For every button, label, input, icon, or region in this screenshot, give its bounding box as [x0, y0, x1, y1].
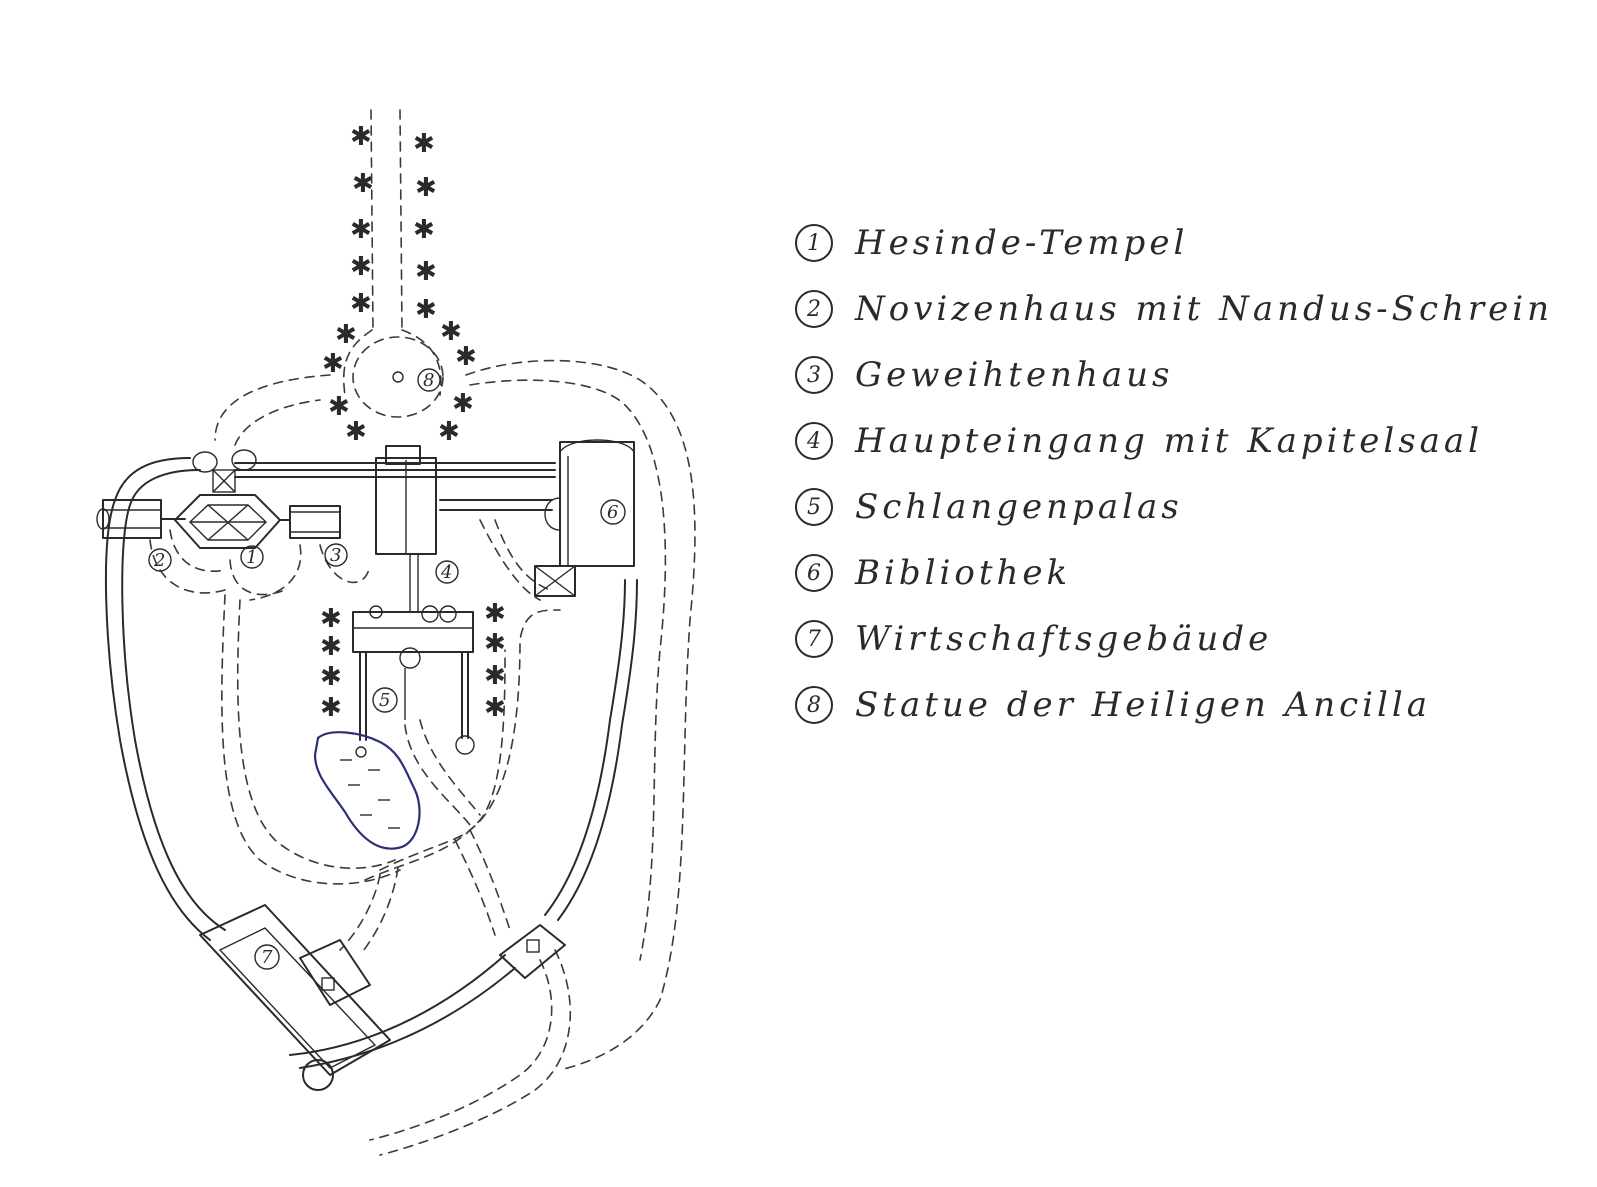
tree-icon: ✱ — [484, 693, 506, 723]
legend-label: Bibliothek — [855, 553, 1072, 593]
tree-icon: ✱ — [320, 632, 342, 662]
tree-icon: ✱ — [328, 392, 350, 422]
legend-label: Hesinde-Tempel — [855, 223, 1189, 263]
legend-number: 4 — [795, 422, 833, 460]
legend-label: Statue der Heiligen Ancilla — [855, 685, 1432, 725]
legend-number: 5 — [795, 488, 833, 526]
legend-item: 6 Bibliothek — [795, 540, 1515, 606]
marker-4: 4 — [440, 562, 452, 583]
tree-icon: ✱ — [322, 349, 344, 379]
map-markers: 2 1 3 4 5 6 7 8 — [148, 368, 626, 970]
tree-icon: ✱ — [413, 129, 435, 159]
utility-buildings — [199, 904, 566, 1091]
legend-label: Schlangenpalas — [855, 487, 1183, 527]
legend-number: 7 — [795, 620, 833, 658]
legend-item: 3 Geweihtenhaus — [795, 342, 1515, 408]
tree-icon: ✱ — [320, 693, 342, 723]
legend-item: 5 Schlangenpalas — [795, 474, 1515, 540]
marker-2: 2 — [153, 550, 165, 571]
tree-icon: ✱ — [440, 317, 462, 347]
tree-icon: ✱ — [350, 252, 372, 282]
legend-number: 1 — [795, 224, 833, 262]
legend-number: 8 — [795, 686, 833, 724]
marker-5: 5 — [379, 690, 390, 711]
palace-trees: ✱ ✱ ✱ ✱ ✱ ✱ ✱ ✱ — [320, 599, 506, 723]
marker-7: 7 — [261, 947, 273, 968]
tree-icon: ✱ — [350, 122, 372, 152]
legend-number: 3 — [795, 356, 833, 394]
legend-item: 1 Hesinde-Tempel — [795, 210, 1515, 276]
library — [534, 439, 635, 597]
marker-8: 8 — [423, 370, 434, 391]
tree-icon: ✱ — [320, 604, 342, 634]
tree-icon: ✱ — [452, 389, 474, 419]
tree-icon: ✱ — [484, 599, 506, 629]
marker-3: 3 — [330, 545, 341, 566]
legend-label: Wirtschaftsgebäude — [855, 619, 1273, 659]
pond-ripples — [340, 746, 400, 829]
main-entrance — [375, 445, 437, 612]
tree-icon: ✱ — [415, 257, 437, 287]
tree-icon: ✱ — [345, 417, 367, 447]
avenue-trees: ✱ ✱ ✱ ✱ ✱ ✱ ✱ ✱ ✱ ✱ ✱ ✱ ✱ ✱ ✱ ✱ ✱ ✱ — [322, 122, 477, 447]
statue-plaza — [352, 336, 444, 418]
tree-icon: ✱ — [413, 215, 435, 245]
legend-label: Geweihtenhaus — [855, 355, 1174, 395]
avenue-paths — [343, 109, 442, 396]
tree-icon: ✱ — [352, 169, 374, 199]
legend-item: 8 Statue der Heiligen Ancilla — [795, 672, 1515, 738]
garden-paths — [149, 359, 696, 1156]
legend-number: 2 — [795, 290, 833, 328]
pond — [313, 731, 421, 850]
legend-label: Novizenhaus mit Nandus-Schrein — [855, 289, 1554, 329]
tree-icon: ✱ — [350, 215, 372, 245]
tree-icon: ✱ — [455, 342, 477, 372]
legend-item: 7 Wirtschaftsgebäude — [795, 606, 1515, 672]
marker-6: 6 — [607, 502, 618, 523]
tree-icon: ✱ — [335, 320, 357, 350]
legend-number: 6 — [795, 554, 833, 592]
outer-wall — [104, 457, 638, 1069]
legend-label: Haupteingang mit Kapitelsaal — [855, 421, 1484, 461]
marker-1: 1 — [246, 547, 257, 568]
tree-icon: ✱ — [320, 662, 342, 692]
west-buildings — [96, 449, 341, 549]
legend-item: 4 Haupteingang mit Kapitelsaal — [795, 408, 1515, 474]
tree-icon: ✱ — [415, 173, 437, 203]
tree-icon: ✱ — [438, 417, 460, 447]
tree-icon: ✱ — [415, 295, 437, 325]
serpent-palace — [352, 605, 475, 755]
tree-icon: ✱ — [350, 289, 372, 319]
tree-icon: ✱ — [484, 629, 506, 659]
tree-icon: ✱ — [484, 661, 506, 691]
